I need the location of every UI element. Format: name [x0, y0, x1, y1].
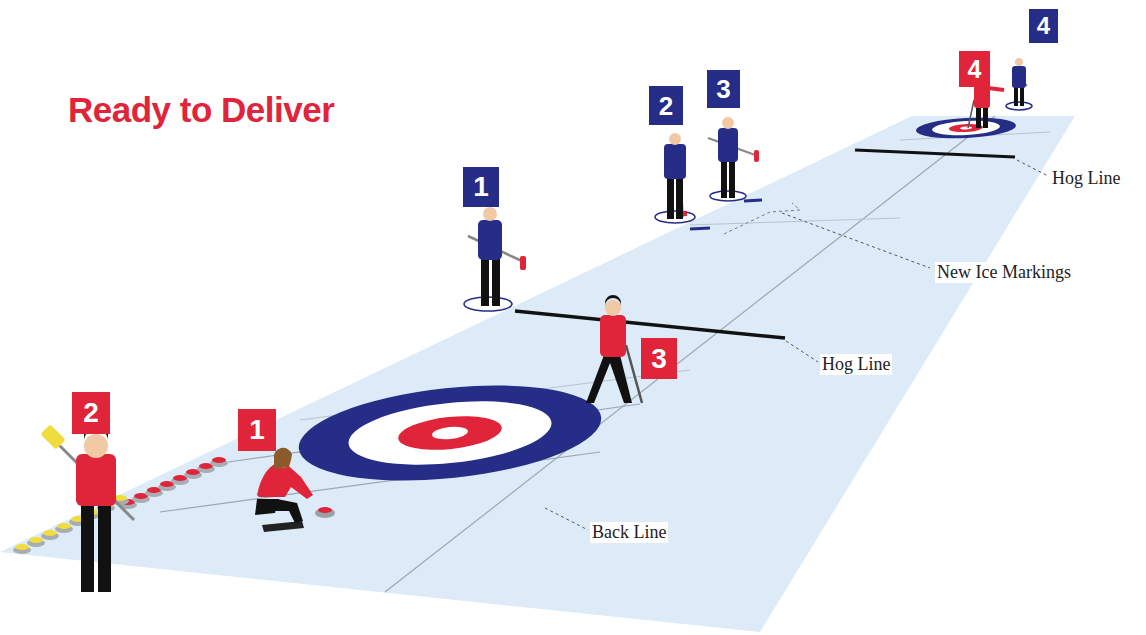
line-label: Hog Line: [820, 354, 892, 375]
player-figure: [708, 117, 759, 198]
callout-text: 3: [716, 76, 730, 102]
hog-line: [515, 311, 785, 338]
callout-number: 2: [649, 86, 683, 125]
diagram-title: Ready to Deliver: [68, 90, 334, 130]
ice-sheet: [0, 116, 1075, 632]
center-line: [385, 116, 995, 592]
callout-text: 1: [473, 173, 489, 201]
callout-number: 3: [641, 338, 677, 379]
leader-lines: [545, 160, 1048, 530]
player-figure: [664, 133, 687, 219]
line-label: Back Line: [590, 522, 668, 543]
player-figure: [255, 448, 335, 523]
callout-text: 3: [651, 345, 667, 373]
callout-number: 4: [1029, 9, 1058, 43]
callout-text: 2: [83, 399, 99, 427]
callout-number: 3: [707, 70, 740, 108]
player-figure: [586, 295, 642, 403]
callout-number: 2: [72, 392, 110, 434]
hack: [262, 521, 304, 532]
callout-text: 4: [1037, 14, 1050, 38]
callout-number: 4: [959, 51, 990, 87]
player-figure: [468, 207, 526, 306]
ice-markings: [690, 200, 800, 234]
player-figure: [1012, 58, 1027, 106]
line-label: Hog Line: [1050, 168, 1122, 189]
hog-line: [855, 150, 1015, 157]
player-figure: [40, 422, 134, 592]
far-house: [916, 115, 1017, 140]
callout-text: 4: [968, 57, 982, 82]
callout-number: 1: [238, 409, 276, 451]
callout-text: 2: [659, 93, 673, 119]
ice-line: [690, 218, 900, 225]
callout-text: 1: [249, 416, 265, 444]
near-house: [294, 372, 606, 493]
callout-number: 1: [463, 167, 499, 207]
line-label: New Ice Markings: [935, 262, 1073, 283]
